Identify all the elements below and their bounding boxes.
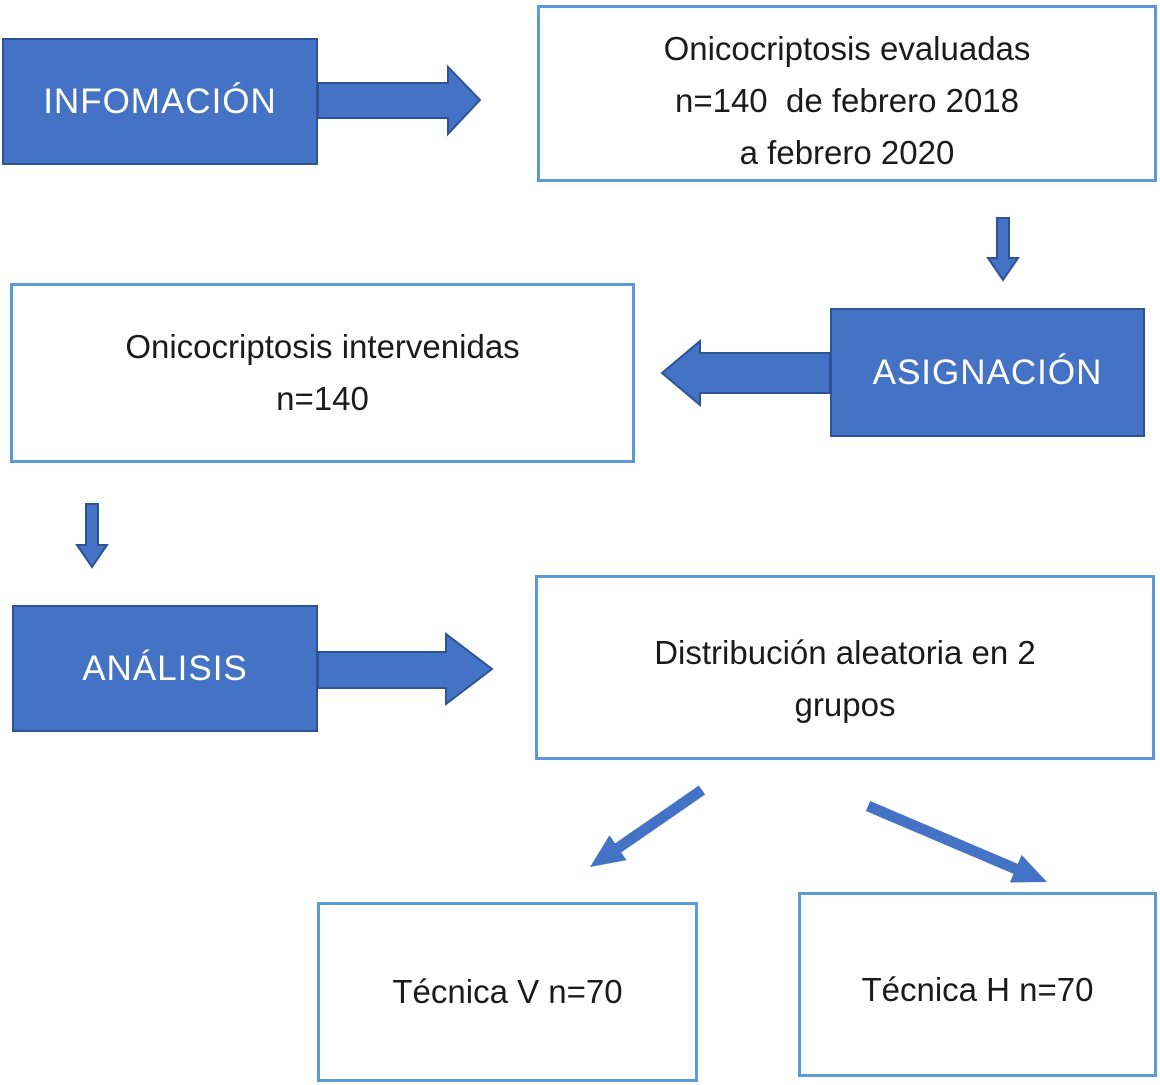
down-arrow-icon	[75, 503, 109, 569]
content-box-intervenidas: Onicocriptosis intervenidas n=140	[10, 283, 635, 463]
diagonal-arrow-down-right-icon	[865, 800, 1047, 883]
stage-label-infomacion: INFOMACIÓN	[43, 81, 277, 121]
block-arrow-right-icon	[317, 631, 494, 707]
content-box-tecnica-v: Técnica V n=70	[317, 902, 698, 1082]
stage-box-analisis: ANÁLISIS	[12, 605, 318, 732]
stage-label-analisis: ANÁLISIS	[82, 648, 248, 688]
stage-box-infomacion: INFOMACIÓN	[2, 38, 318, 165]
distribucion-line-2: grupos	[794, 685, 896, 723]
intervenidas-line-1: Onicocriptosis intervenidas	[125, 328, 520, 365]
intervenidas-line-2: n=140	[276, 380, 369, 417]
content-box-evaluadas: Onicocriptosis evaluadas n=140 de febrer…	[537, 5, 1157, 182]
distribucion-line-1: Distribución aleatoria en 2	[654, 633, 1036, 671]
stage-label-asignacion: ASIGNACIÓN	[872, 352, 1103, 392]
stage-box-asignacion: ASIGNACIÓN	[830, 308, 1145, 437]
block-arrow-left-icon	[660, 338, 831, 408]
evaluadas-line-1: Onicocriptosis evaluadas	[663, 29, 1031, 67]
evaluadas-line-3: a febrero 2020	[739, 133, 955, 171]
tecnica-v-label: Técnica V n=70	[392, 973, 623, 1010]
down-arrow-icon	[986, 217, 1020, 282]
evaluadas-line-2: n=140 de febrero 2018	[674, 81, 1020, 119]
block-arrow-right-icon	[317, 64, 482, 137]
content-box-tecnica-h: Técnica H n=70	[798, 892, 1157, 1077]
content-box-distribucion: Distribución aleatoria en 2 grupos	[535, 575, 1155, 760]
diagonal-arrow-down-left-icon	[590, 785, 706, 867]
tecnica-h-label: Técnica H n=70	[861, 970, 1094, 1008]
